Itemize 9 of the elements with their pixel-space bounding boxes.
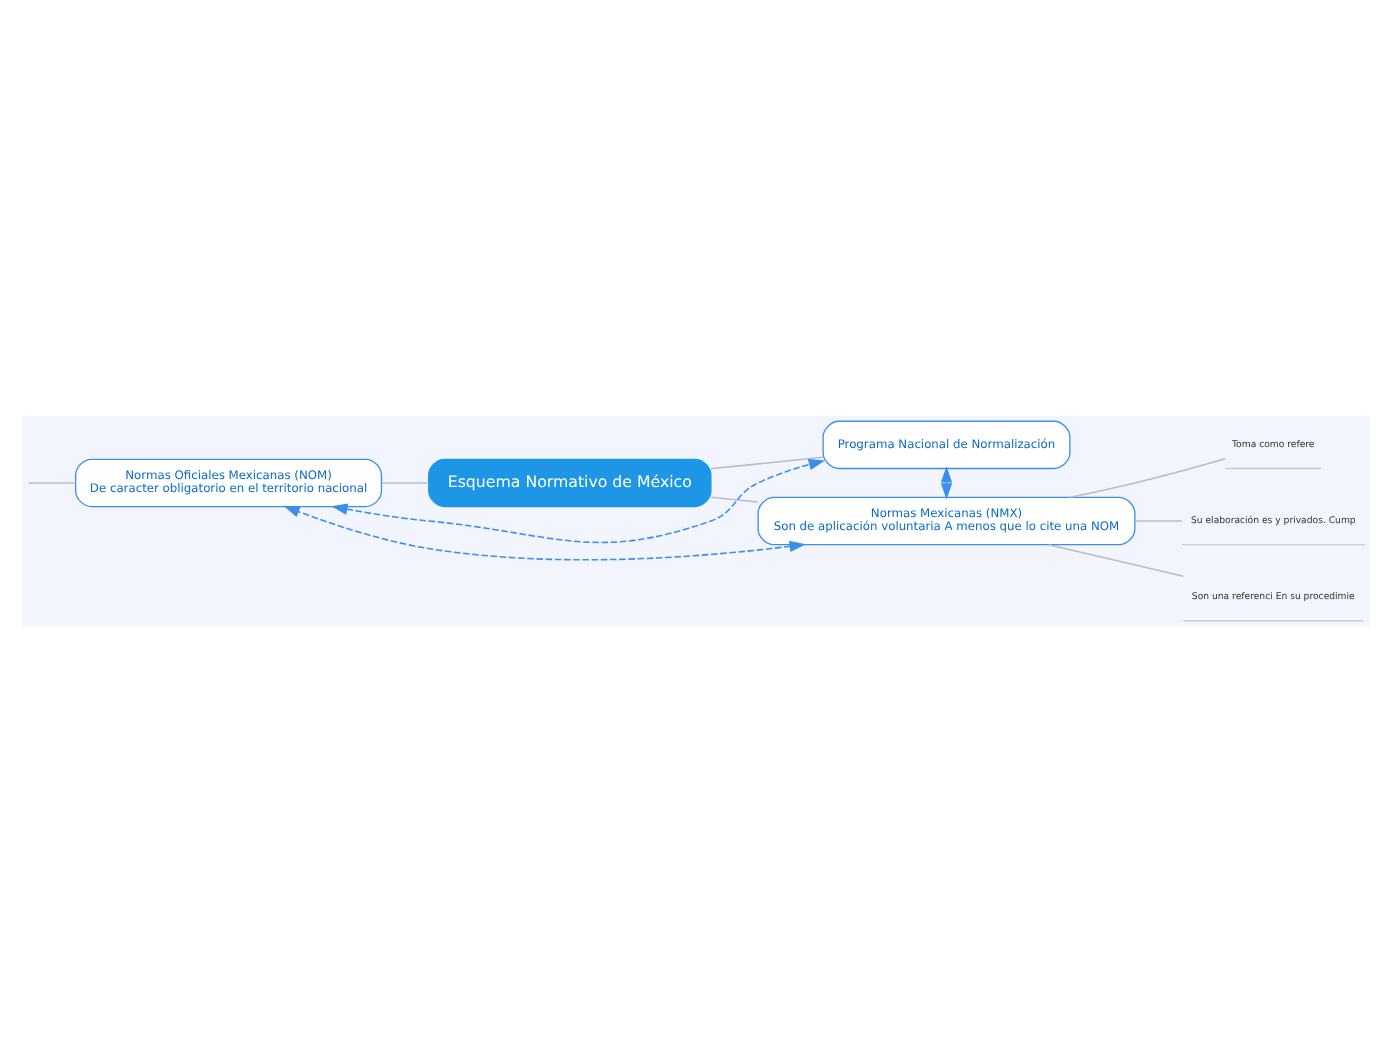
arrow [940,465,953,499]
connector [381,481,430,483]
connector [1047,542,1185,577]
connector [1134,519,1183,521]
connector [710,495,759,502]
connector [27,481,77,483]
arrow [283,504,806,560]
connector [710,455,824,469]
connector [1069,456,1227,498]
